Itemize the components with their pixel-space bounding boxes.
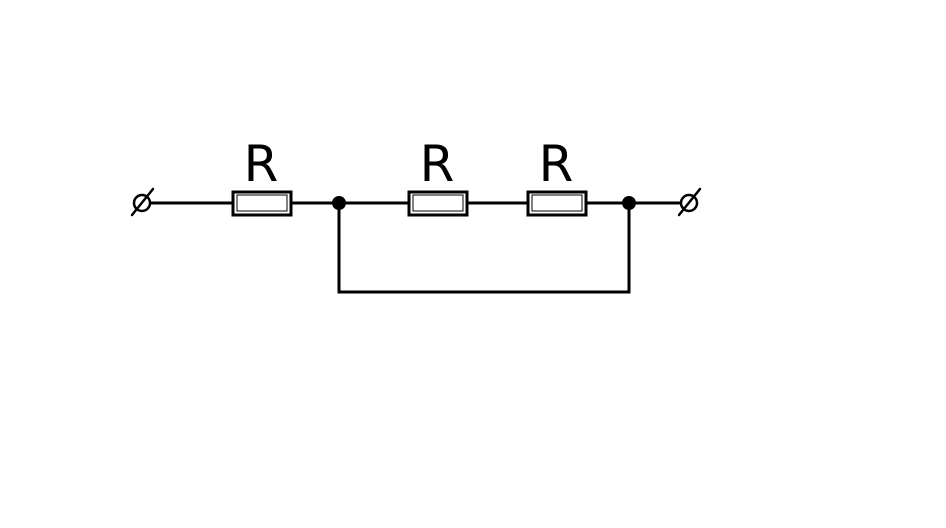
wire-bypass-loop [337,201,631,294]
resistor-r1-inner-outline [236,194,288,212]
resistor-r2-inner-outline [412,194,464,212]
resistor-r1-body [231,190,293,217]
terminal-right [677,187,702,217]
resistor-r2: R [407,135,469,217]
resistor-r3: R [526,135,588,217]
junction-dot-node-a [332,196,346,210]
junction-dot-node-b [622,196,636,210]
resistor-r3-inner-outline [531,194,583,212]
resistor-r1-label: R [244,135,279,193]
resistor-r2-body [407,190,469,217]
resistor-r1: R [231,135,293,217]
terminal-left-slash [130,187,155,217]
terminal-left [130,187,155,217]
resistor-r2-label: R [420,135,455,193]
terminal-right-slash [677,187,702,217]
resistor-r3-label: R [539,135,574,193]
resistor-r3-body [526,190,588,217]
